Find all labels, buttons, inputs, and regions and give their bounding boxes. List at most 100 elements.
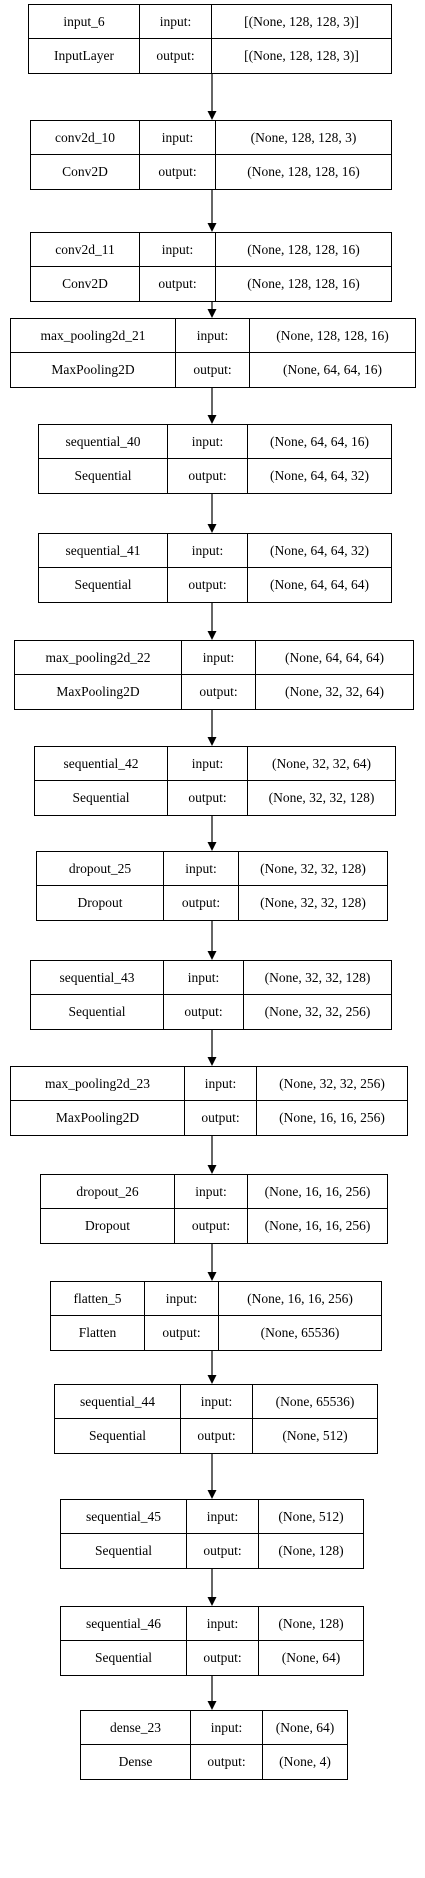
output-shape: (None, 4): [279, 1754, 331, 1769]
output-label: output:: [140, 267, 216, 301]
input-shape: (None, 128): [259, 1607, 363, 1641]
layer-name: conv2d_11: [31, 233, 140, 267]
layer-type: Dropout: [41, 1209, 175, 1243]
layer-name: sequential_45: [61, 1500, 187, 1534]
output-label: output:: [175, 1209, 248, 1243]
layer-type: MaxPooling2D: [11, 353, 176, 387]
input-label: input:: [145, 1282, 219, 1316]
input-label: input:: [181, 1385, 253, 1419]
output-shape: (None, 32, 32, 64): [285, 684, 384, 699]
layer-type: Sequential: [31, 995, 164, 1029]
layer-name: max_pooling2d_21: [11, 319, 176, 353]
arrow-head-icon: [207, 631, 217, 640]
output-label: output:: [168, 568, 248, 602]
layer-type: Conv2D: [31, 267, 140, 301]
arrow-head-icon: [207, 1701, 217, 1710]
input-label: input:: [140, 233, 216, 267]
layer-name: sequential_40: [39, 425, 168, 459]
layer-type: Sequential: [55, 1419, 181, 1453]
input-shape: (None, 64, 64, 32): [248, 534, 391, 568]
input-shape: (None, 128, 128, 16): [250, 319, 415, 353]
input-shape: (None, 32, 32, 128): [244, 961, 391, 995]
arrow-head-icon: [207, 524, 217, 533]
layer-type: MaxPooling2D: [11, 1101, 185, 1135]
input-shape: (None, 64, 64, 16): [248, 425, 391, 459]
output-shape: [(None, 128, 128, 3)]: [244, 48, 359, 63]
layer-name: sequential_44: [55, 1385, 181, 1419]
input-label: input:: [187, 1500, 259, 1534]
arrow-head-icon: [207, 1165, 217, 1174]
layer-type: Dense: [81, 1745, 191, 1779]
output-label: output:: [181, 1419, 253, 1453]
arrow-head-icon: [207, 1272, 217, 1281]
arrow-head-icon: [207, 415, 217, 424]
layer-name: sequential_42: [35, 747, 168, 781]
output-shape: (None, 65536): [260, 1325, 340, 1340]
arrow-head-icon: [207, 309, 217, 318]
output-shape: (None, 512): [282, 1428, 348, 1443]
output-shape: (None, 32, 32, 128): [260, 895, 366, 910]
output-label: output:: [187, 1641, 259, 1675]
input-shape: (None, 32, 32, 128): [239, 852, 387, 886]
arrow-head-icon: [207, 223, 217, 232]
layer-name: dropout_26: [41, 1175, 175, 1209]
output-label: output:: [168, 781, 248, 815]
arrow-head-icon: [207, 1490, 217, 1499]
layer-type: Sequential: [39, 568, 168, 602]
arrow-head-icon: [207, 1375, 217, 1384]
output-shape: (None, 16, 16, 256): [264, 1218, 371, 1233]
layer-name: sequential_46: [61, 1607, 187, 1641]
arrow-head-icon: [207, 1597, 217, 1606]
input-label: input:: [168, 534, 248, 568]
output-label: output:: [191, 1745, 263, 1779]
input-shape: (None, 128, 128, 3): [216, 121, 391, 155]
input-shape: (None, 64, 64, 64): [256, 641, 413, 675]
layer-type: Sequential: [61, 1534, 187, 1568]
output-shape: (None, 64, 64, 16): [283, 362, 382, 377]
input-label: input:: [168, 425, 248, 459]
output-label: output:: [168, 459, 248, 493]
input-shape: (None, 16, 16, 256): [248, 1175, 387, 1209]
output-label: output:: [164, 886, 239, 920]
arrow-head-icon: [207, 842, 217, 851]
layer-type: Sequential: [39, 459, 168, 493]
output-shape: (None, 128, 128, 16): [247, 164, 360, 179]
input-label: input:: [187, 1607, 259, 1641]
output-shape: (None, 32, 32, 128): [268, 790, 375, 805]
output-label: output:: [182, 675, 256, 709]
input-shape: (None, 16, 16, 256): [219, 1282, 381, 1316]
arrow-head-icon: [207, 111, 217, 120]
layer-name: flatten_5: [51, 1282, 145, 1316]
input-label: input:: [168, 747, 248, 781]
layer-name: max_pooling2d_23: [11, 1067, 185, 1101]
input-label: input:: [176, 319, 250, 353]
layer-type: MaxPooling2D: [15, 675, 182, 709]
output-label: output:: [164, 995, 244, 1029]
input-shape: (None, 512): [259, 1500, 363, 1534]
layer-name: conv2d_10: [31, 121, 140, 155]
arrow-head-icon: [207, 951, 217, 960]
input-label: input:: [164, 961, 244, 995]
layer-type: Sequential: [35, 781, 168, 815]
output-shape: (None, 64, 64, 32): [270, 468, 369, 483]
input-shape: [(None, 128, 128, 3)]: [212, 5, 391, 39]
input-label: input:: [175, 1175, 248, 1209]
layer-name: dropout_25: [37, 852, 164, 886]
layer-type: Sequential: [61, 1641, 187, 1675]
input-label: input:: [140, 121, 216, 155]
arrow-head-icon: [207, 737, 217, 746]
